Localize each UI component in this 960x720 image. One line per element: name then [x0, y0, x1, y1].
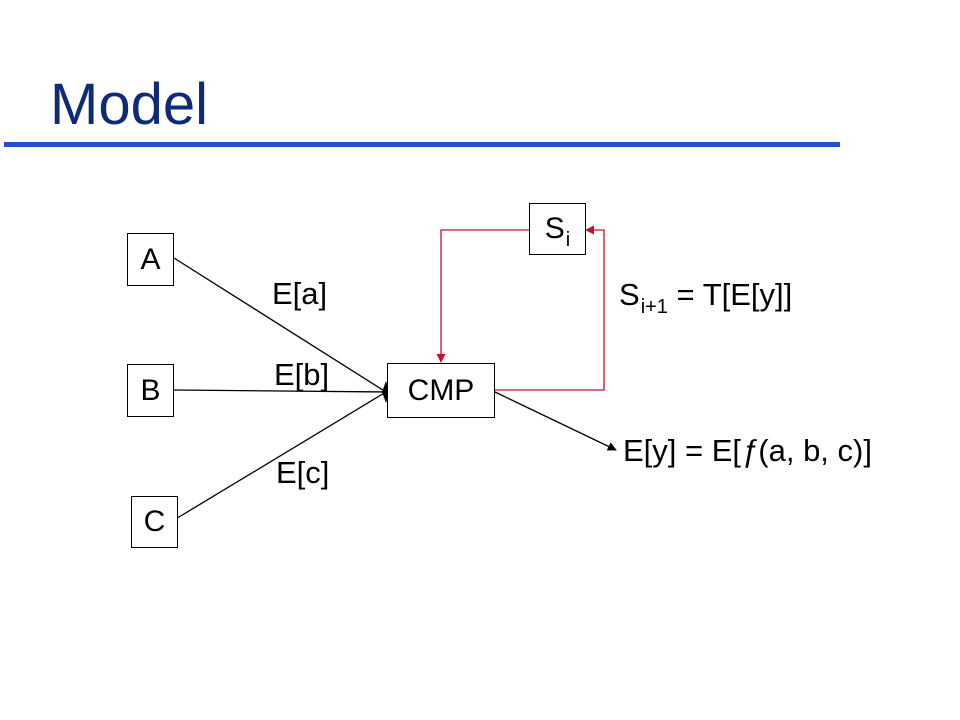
- node-cmp-label: CMP: [407, 373, 475, 407]
- node-state: Si: [529, 203, 586, 255]
- edge-a-to-cmp: [173, 257, 387, 393]
- output-function-symbol: ƒ: [741, 433, 759, 468]
- node-c-label: C: [143, 505, 166, 538]
- label-ea: E[a]: [272, 276, 328, 311]
- node-b: B: [127, 364, 174, 417]
- label-next-state-subscript: i+1: [640, 296, 668, 318]
- feedback-state-to-cmp: [436, 229, 529, 363]
- title-underline: [4, 142, 840, 147]
- label-output: E[y] = E[ƒ(a, b, c)]: [623, 433, 872, 468]
- edge-b-to-cmp: [173, 389, 387, 393]
- node-a-label: A: [140, 242, 161, 276]
- slide-title: Model: [50, 72, 208, 137]
- node-a: A: [127, 233, 174, 286]
- node-state-subscript: i: [565, 229, 571, 251]
- feedback-cmp-to-state: [495, 225, 605, 391]
- label-next-state: Si+1 = T[E[y]]: [619, 277, 793, 318]
- edge-c-to-cmp: [173, 391, 387, 521]
- node-state-label: Si: [544, 212, 571, 251]
- node-b-label: B: [140, 373, 161, 407]
- node-cmp: CMP: [387, 363, 495, 418]
- label-eb: E[b]: [274, 357, 330, 392]
- node-c: C: [131, 496, 178, 548]
- label-ec: E[c]: [276, 455, 330, 490]
- edge-cmp-to-output: [494, 391, 617, 451]
